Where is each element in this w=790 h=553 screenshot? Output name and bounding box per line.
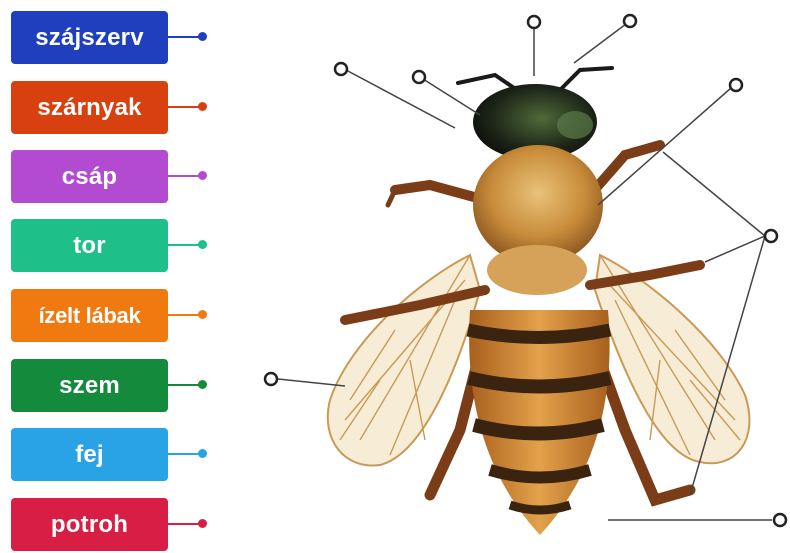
target-circle[interactable] xyxy=(528,16,540,28)
target-circle[interactable] xyxy=(765,230,777,242)
target-circle[interactable] xyxy=(265,373,277,385)
target-circle[interactable] xyxy=(413,71,425,83)
target-circle[interactable] xyxy=(774,514,786,526)
bee-abdomen xyxy=(468,310,610,535)
target-circle[interactable] xyxy=(730,79,742,91)
bee-scutellum xyxy=(487,245,587,295)
target-circle[interactable] xyxy=(335,63,347,75)
target-circle[interactable] xyxy=(624,15,636,27)
bee-eye xyxy=(557,111,593,139)
